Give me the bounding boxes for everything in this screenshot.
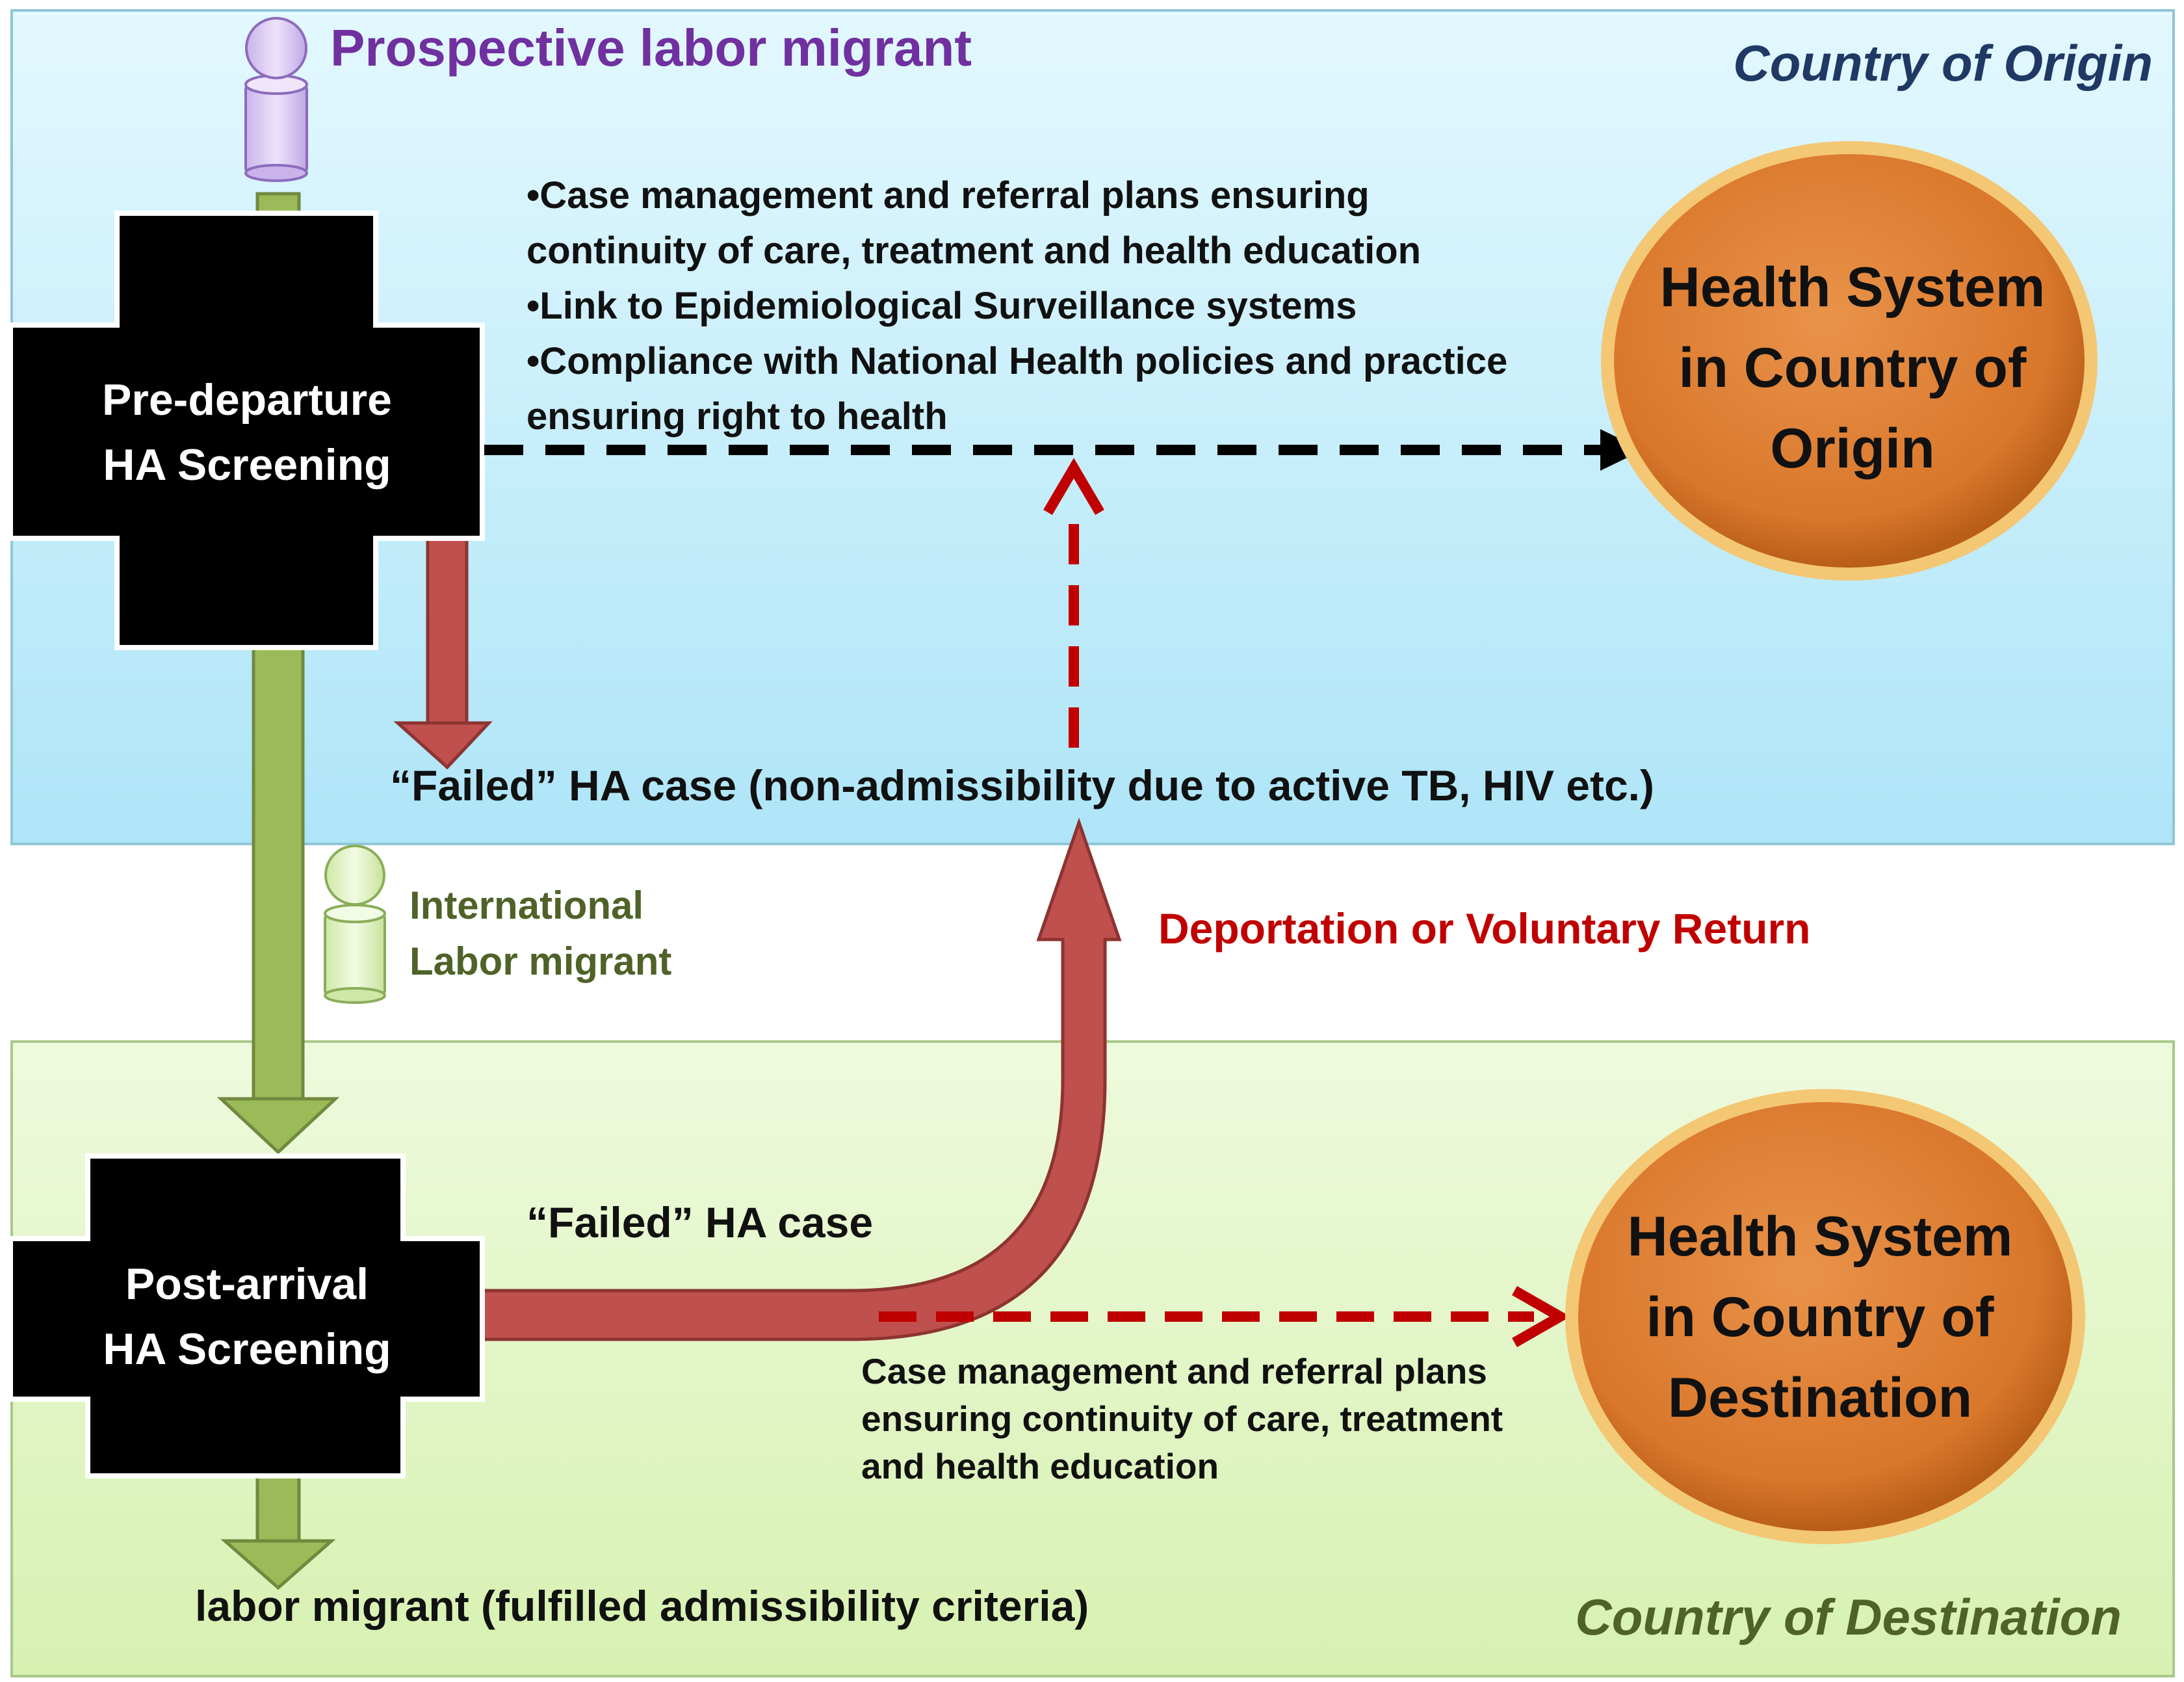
fulfilled-migrant-label: labor migrant (fulfilled admissibility c… — [195, 1582, 1089, 1630]
referral-arrowhead-destination — [1512, 1286, 1571, 1347]
referral-arrowhead-origin — [1600, 429, 1643, 471]
pre-departure-line1: Pre-departure — [102, 375, 392, 425]
destination-case-management-text: Case management and referral plans ensur… — [861, 1348, 1503, 1490]
deportation-arrow — [480, 817, 1122, 1341]
hs-destination-line1: Health System — [1627, 1205, 2013, 1268]
failed-case-destination-label: “Failed” HA case — [526, 1198, 874, 1246]
bullet-3-line2: ensuring right to health — [526, 395, 948, 438]
international-label-line1: International — [410, 884, 644, 927]
bullet-2: •Link to Epidemiological Surveillance sy… — [526, 285, 1357, 327]
green-exit-arrowhead — [220, 1539, 336, 1590]
post-arrival-line1: Post-arrival — [125, 1259, 369, 1309]
hs-origin-line2: in Country of — [1678, 337, 2027, 399]
bullet-3-line1: •Compliance with National Health policie… — [526, 340, 1508, 382]
green-flow-arrowhead — [216, 1097, 340, 1155]
country-of-origin-label: Country of Origin — [1733, 34, 2153, 92]
health-system-destination-label: Health System in Country of Destination — [1586, 1196, 2054, 1438]
deportation-label: Deportation or Voluntary Return — [1158, 904, 1811, 953]
prospective-migrant-person-icon — [244, 17, 308, 182]
destination-case-line1: Case management and referral plans — [861, 1351, 1487, 1391]
post-arrival-screening-label: Post-arrival HA Screening — [65, 1252, 429, 1382]
international-migrant-person-icon — [324, 845, 386, 1004]
pre-departure-line2: HA Screening — [103, 440, 391, 490]
green-exit-arrow-shaft — [255, 1474, 301, 1543]
red-dashed-up-arrowhead — [1043, 458, 1104, 516]
destination-case-line2: ensuring continuity of care, treatment — [861, 1399, 1503, 1439]
hs-destination-line3: Destination — [1667, 1367, 1973, 1429]
international-migrant-label: International Labor migrant — [410, 878, 671, 990]
country-of-destination-label: Country of Destination — [1575, 1588, 2122, 1646]
health-system-destination-oval — [1578, 1102, 2072, 1531]
failed-case-origin-label: “Failed” HA case (non-admissibility due … — [390, 761, 1654, 809]
red-failed-arrow-shaft — [426, 528, 469, 727]
green-flow-arrow-shaft — [252, 642, 305, 1101]
pre-departure-screening-label: Pre-departure HA Screening — [65, 367, 429, 497]
hs-origin-line1: Health System — [1659, 256, 2046, 319]
hs-origin-line3: Origin — [1770, 417, 1935, 480]
bullet-1-line1: •Case management and referral plans ensu… — [526, 174, 1370, 217]
bullet-1-line2: continuity of care, treatment and health… — [526, 230, 1422, 272]
international-label-line2: Labor migrant — [410, 940, 672, 983]
post-arrival-screening-box — [8, 1153, 485, 1478]
destination-case-line3: and health education — [861, 1446, 1219, 1486]
post-arrival-line2: HA Screening — [103, 1324, 391, 1374]
origin-bullet-list: •Case management and referral plans ensu… — [526, 168, 1507, 444]
health-system-origin-oval — [1614, 154, 2085, 568]
red-failed-arrowhead — [393, 721, 493, 770]
pre-departure-screening-box — [8, 211, 485, 650]
health-system-origin-label: Health System in Country of Origin — [1625, 247, 2080, 489]
prospective-migrant-label: Prospective labor migrant — [330, 19, 972, 77]
hs-destination-line2: in Country of — [1646, 1286, 1994, 1348]
